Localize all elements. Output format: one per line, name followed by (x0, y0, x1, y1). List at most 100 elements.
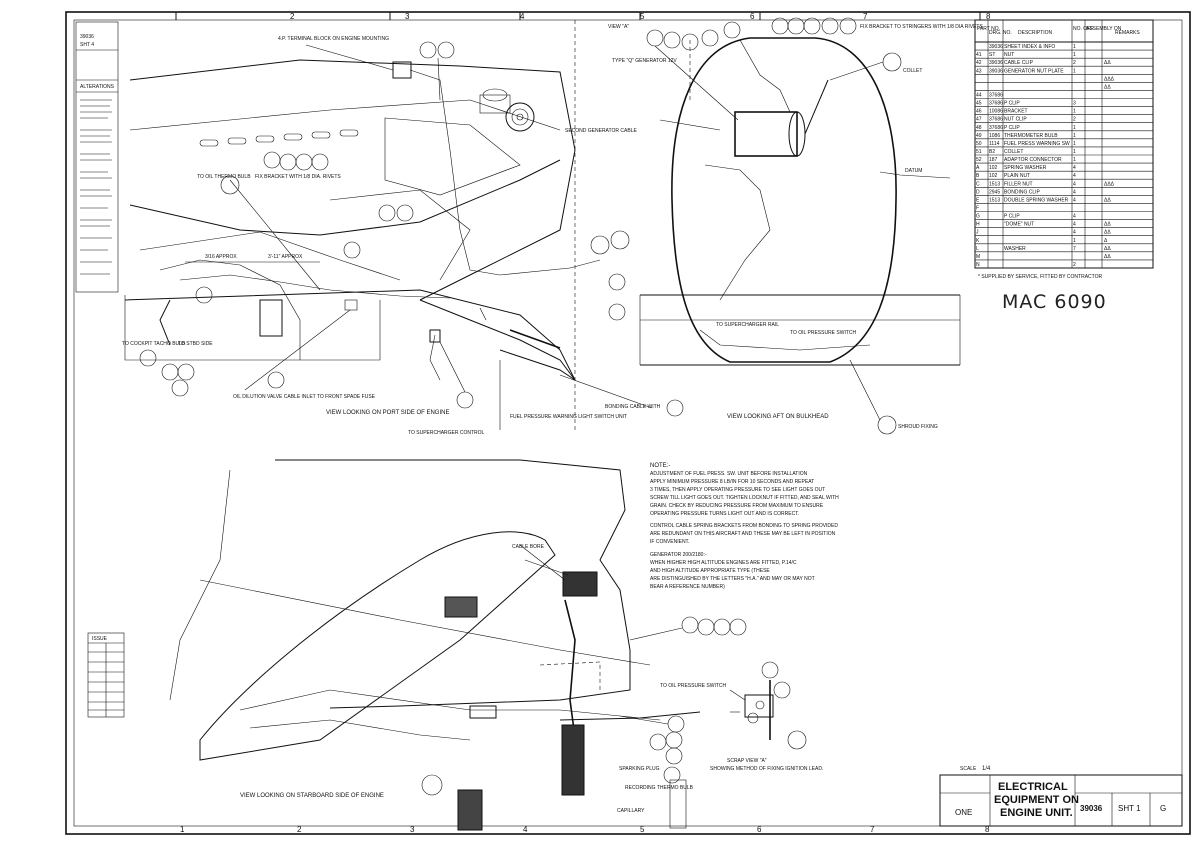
parts-table-cell: 49 (976, 133, 982, 139)
quantity-label: ONE (955, 808, 972, 817)
callout-bonding-cable: BONDING CABLE WITH (605, 404, 661, 410)
callout-datum: DATUM (905, 168, 922, 174)
parts-table-cell: SPRING WASHER (1004, 165, 1047, 171)
notes-line: ARE DISTINGUISHED BY THE LETTERS "H.A." … (650, 576, 815, 582)
parts-table-cell: 1 (1073, 157, 1076, 163)
parts-table-cell: 42 (976, 60, 982, 66)
aft-bulkhead-view (574, 17, 961, 435)
notes-line: WHEN HIGHER HIGH ALTITUDE ENGINES ARE FI… (650, 560, 797, 566)
parts-table-cell: GENERATOR NUT PLATE (1004, 68, 1064, 74)
callout-thermo-bulb: TO OIL THERMO BULB (197, 174, 251, 180)
parts-table-cell: B2 (989, 149, 995, 155)
parts-table-cell: B (976, 173, 980, 179)
callout-collet: COLLET (903, 68, 922, 74)
callout-to-stbd: TO STBD SIDE (178, 341, 213, 347)
parts-table-cell: BONDING CLIP (1004, 189, 1041, 195)
view-starboard-title: VIEW LOOKING ON STARBOARD SIDE OF ENGINE (240, 793, 384, 799)
parts-table-cell: ΔΔ (1104, 84, 1111, 90)
scale-label: SCALE (960, 766, 977, 772)
grid-bottom-label: 4 (523, 825, 528, 834)
parts-table-cell: "DOME" NUT (1004, 222, 1034, 228)
port-side-view: 3/16 APPROX 3'-11" APPROX (124, 41, 684, 430)
view-scrap-subtitle: SHOWING METHOD OF FIXING IGNITION LEAD. (710, 766, 823, 772)
parts-table-cell: 102 (989, 165, 998, 171)
parts-table-cell: 44 (976, 93, 982, 99)
parts-table-cell: K (976, 238, 980, 244)
title-line-3: ENGINE UNIT. (1000, 807, 1073, 819)
parts-table-cell: 1513 (989, 181, 1000, 187)
parts-table-cell: 1 (1073, 68, 1076, 74)
parts-table-cell: DOUBLE SPRING WASHER (1004, 197, 1069, 203)
parts-table-cell: PLAIN NUT (1004, 173, 1030, 179)
parts-table-cell: J (976, 230, 979, 236)
parts-table-cell: WASHER (1004, 246, 1026, 252)
alterations-strip: 39036 SHT 4 ALTERATIONS (75, 21, 119, 293)
parts-table-header: REMARKS (1115, 30, 1140, 36)
parts-table-cell: 4 (1073, 189, 1076, 195)
notes-heading: NOTE:- (650, 463, 670, 469)
parts-table-cell: FUEL PRESS WARNING SW (1004, 141, 1070, 147)
parts-table-cell: 43 (976, 68, 982, 74)
parts-table-header: PART NO. (977, 26, 1000, 32)
view-aft-title: VIEW LOOKING AFT ON BULKHEAD (727, 414, 829, 420)
notes-line: BEAR A REFERENCE NUMBER) (650, 584, 725, 590)
parts-table-cell: 41 (976, 52, 982, 58)
parts-table-cell: 2945 (989, 189, 1000, 195)
alterations-stamp-sub: SHT 4 (80, 42, 94, 48)
parts-table-cell: 1114 (989, 141, 1000, 147)
callout-second-generator: SECOND GENERATOR CABLE (565, 128, 637, 134)
callout-view-a: VIEW "A" (608, 24, 629, 30)
parts-table-cell: 4 (1073, 197, 1076, 203)
parts-table-cell: 4 (1073, 222, 1076, 228)
parts-table-cell: 3 (1073, 101, 1076, 107)
parts-table-cell: 39036 (989, 44, 1003, 50)
title-line-1: ELECTRICAL (998, 781, 1068, 793)
parts-table-cell: ΔΔ (1104, 254, 1111, 260)
parts-table-cell: 52 (976, 157, 982, 163)
notes-line: ADJUSTMENT OF FUEL PRESS. SW. UNIT BEFOR… (650, 471, 808, 477)
callout-recording-thermo: RECORDING THERMO BULB (625, 785, 694, 791)
dimension-label: 3/16 APPROX (205, 254, 237, 260)
parts-table-cell: E (976, 197, 980, 203)
dimension-label: 3'-11" APPROX (268, 254, 303, 260)
grid-bottom-label: 7 (870, 825, 875, 834)
grid-bottom-label: 2 (297, 825, 302, 834)
callout-valve-cable: OIL DILUTION VALVE CABLE INLET TO FRONT … (233, 394, 376, 400)
handwritten-reference: MAC 6090 (1002, 291, 1107, 313)
grid-top-label: 6 (750, 12, 755, 21)
parts-table-cell: 187 (989, 157, 998, 163)
notes-line: CONTROL CABLE SPRING BRACKETS FROM BONDI… (650, 523, 838, 529)
parts-table-cell: SHEET INDEX & INFO (1004, 44, 1055, 50)
parts-table-cell: NUT CLIP (1004, 117, 1027, 123)
parts-table-cell: FILLER NUT (1004, 181, 1033, 187)
parts-table-cell: P CLIP (1004, 125, 1020, 131)
parts-table-cell: 4 (1073, 214, 1076, 220)
parts-table-footnote: * SUPPLIED BY SERVICE, FITTED BY CONTRAC… (978, 274, 1102, 280)
parts-table-cell: 37686 (989, 117, 1003, 123)
parts-table-cell: P CLIP (1004, 214, 1020, 220)
grid-top-label: 8 (986, 12, 991, 21)
callout-pressure-switch: TO OIL PRESSURE SWITCH (790, 330, 857, 336)
parts-table-cell: 10086 (989, 109, 1003, 115)
parts-table-cell: 45 (976, 101, 982, 107)
parts-table-cell: ΔΔΔ (1104, 181, 1115, 187)
notes-line: 3 TIMES, THEN APPLY OPERATING PRESSURE T… (650, 487, 825, 493)
parts-table-cell: ΔΔ (1104, 246, 1111, 252)
parts-table-cell: 48 (976, 125, 982, 131)
parts-table-cell: COLLET (1004, 149, 1023, 155)
notes-line: SCREW TILL LIGHT GOES OUT. TIGHTEN LOCKN… (650, 495, 839, 501)
notes-line: GENERATOR 200/2180:- (650, 552, 707, 558)
callout-to-cockpit: TO COCKPIT TACHO BULB (122, 341, 186, 347)
parts-table-header: DRG. NO. (989, 30, 1012, 36)
callout-fix-bracket-stringers: FIX BRACKET TO STRINGERS WITH 1/8 DIA RI… (860, 24, 983, 30)
grid-bottom-label: 3 (410, 825, 415, 834)
top-grid-ruler: 2 3 4 5 6 7 8 (175, 12, 991, 21)
issue-table: ISSUE (87, 632, 125, 718)
grid-bottom-label: 1 (180, 825, 185, 834)
parts-table-cell: 1 (1073, 141, 1076, 147)
parts-table-cell: 51 (976, 149, 982, 155)
parts-table-cell: BRACKET (1004, 109, 1028, 115)
parts-table-cell: 37686 (989, 93, 1003, 99)
grid-bottom-label: 5 (640, 825, 645, 834)
